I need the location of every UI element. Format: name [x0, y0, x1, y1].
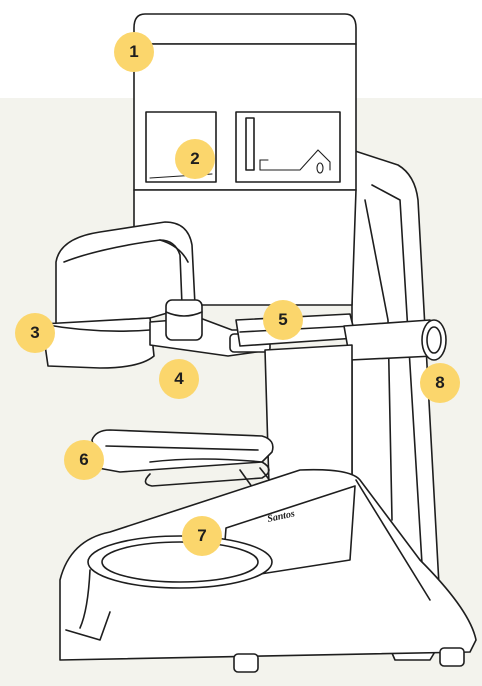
side-handle	[344, 320, 446, 360]
callout-3: 3	[15, 313, 55, 353]
hopper-lid	[134, 14, 356, 44]
callout-6: 6	[64, 440, 104, 480]
doser-cup	[42, 318, 154, 368]
callout-7: 7	[182, 516, 222, 556]
callout-5: 5	[263, 300, 303, 340]
callout-4: 4	[159, 359, 199, 399]
callout-8: 8	[420, 363, 460, 403]
callout-1: 1	[114, 32, 154, 72]
drip-tray	[88, 536, 272, 588]
callout-2: 2	[175, 139, 215, 179]
